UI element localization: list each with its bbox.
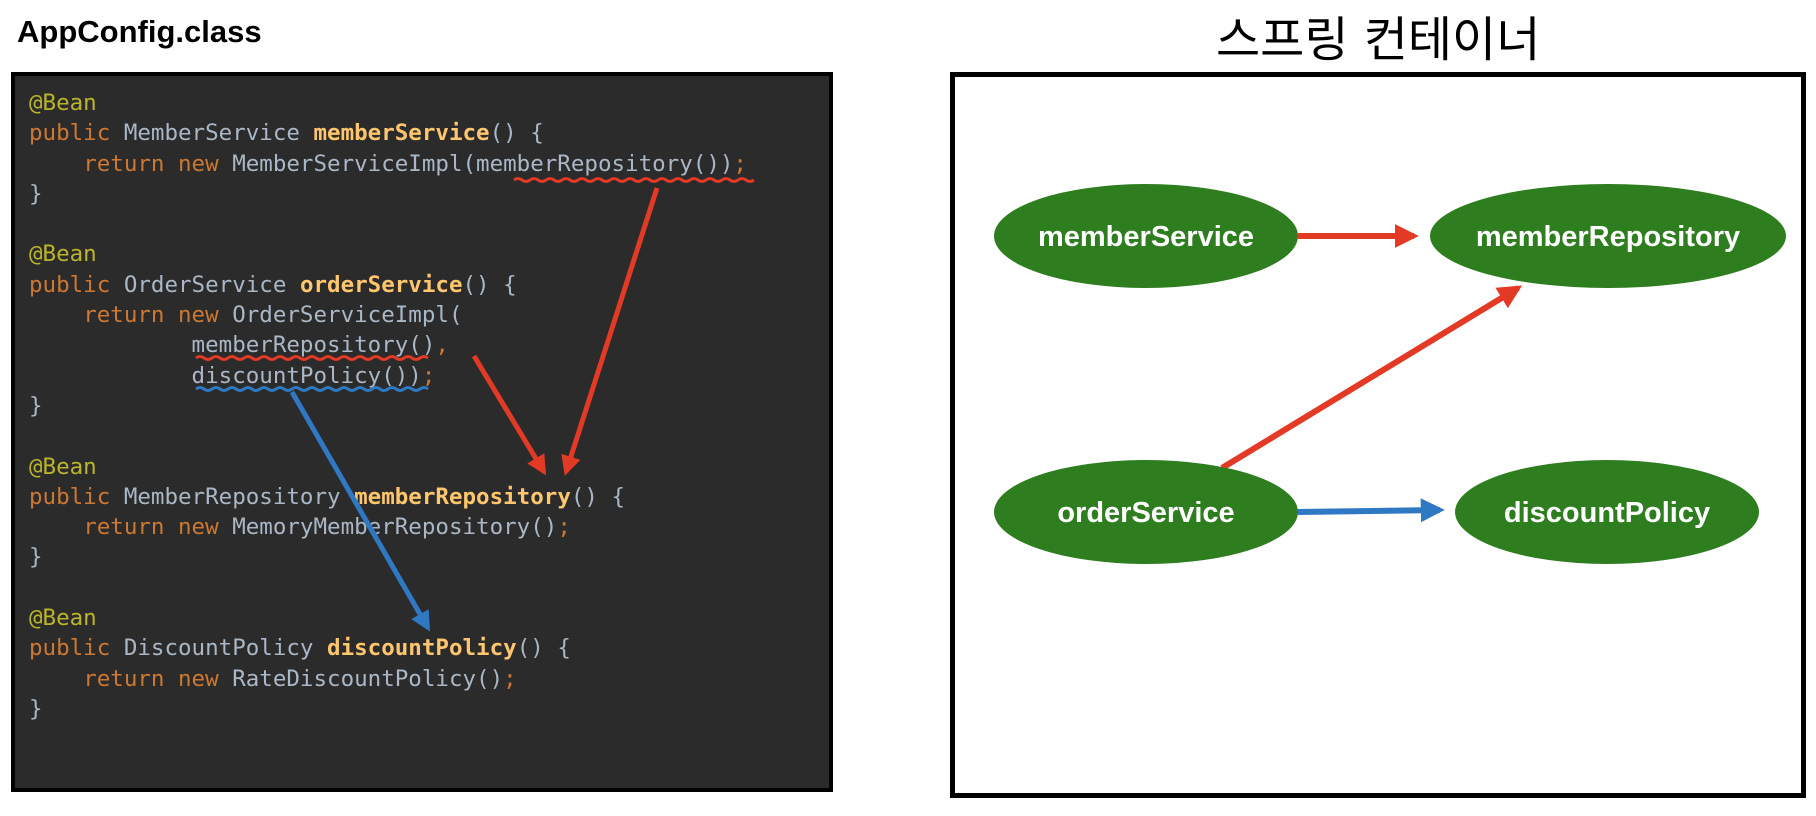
code-line: public MemberService memberService() { — [29, 118, 747, 148]
code-token: @Bean — [29, 453, 97, 480]
edge-orderService-memberRepository — [1220, 285, 1523, 471]
code-token: ; — [733, 150, 747, 177]
code-line: discountPolicy()); — [29, 361, 747, 391]
underline-discountPolicy — [195, 386, 429, 392]
node-memberService: memberService — [994, 184, 1298, 288]
code-token: MemoryMemberRepository() — [232, 514, 558, 541]
code-arrow-memberService-to-memberRepository — [561, 187, 660, 476]
code-line: return new OrderServiceImpl( — [29, 300, 747, 330]
node-memberRepository-label: memberRepository — [1476, 221, 1740, 253]
underline-memberRepository-1 — [513, 177, 755, 183]
code-line: @Bean — [29, 239, 747, 269]
code-line: return new RateDiscountPolicy(); — [29, 664, 747, 694]
code-token: () { — [489, 120, 544, 147]
code-token: memberService — [313, 120, 490, 147]
code-token: @Bean — [29, 241, 97, 268]
node-memberRepository: memberRepository — [1430, 184, 1786, 288]
code-line: @Bean — [29, 88, 747, 118]
node-orderService-shape — [994, 460, 1298, 564]
code-token: ; — [421, 362, 436, 389]
node-discountPolicy-label: discountPolicy — [1504, 497, 1710, 529]
node-orderService-label: orderService — [1057, 497, 1234, 529]
edge-orderService-discountPolicy — [1297, 498, 1445, 523]
code-line: @Bean — [29, 603, 747, 633]
code-token: public — [29, 635, 124, 662]
code-token: () { — [462, 271, 517, 298]
code-token: MemberService — [123, 120, 314, 147]
code-token: return new — [83, 665, 233, 692]
code-token: RateDiscountPolicy() — [232, 665, 504, 692]
code-token: } — [29, 392, 43, 419]
code-line: return new MemberServiceImpl(memberRepos… — [29, 149, 747, 179]
code-token: return new — [83, 302, 233, 329]
code-line: memberRepository(), — [29, 330, 747, 360]
node-discountPolicy-shape — [1455, 460, 1759, 564]
code-token: @Bean — [29, 605, 97, 632]
code-token: return new — [83, 150, 233, 177]
code-token: } — [29, 695, 43, 722]
code-line: return new MemoryMemberRepository(); — [29, 512, 747, 542]
code-token: OrderService — [123, 271, 300, 298]
node-memberRepository-shape — [1430, 184, 1786, 288]
code-token: () { — [570, 483, 626, 510]
code-token: discountPolicy — [327, 635, 517, 662]
code-token: discountPolicy()) — [29, 362, 422, 389]
code-token: OrderServiceImpl( — [232, 302, 463, 329]
code-token: MemberServiceImpl(memberRepository()) — [232, 150, 734, 177]
code-line: } — [29, 542, 747, 572]
code-token: memberRepository — [354, 483, 571, 510]
code-line: public DiscountPolicy discountPolicy() { — [29, 633, 747, 663]
code-token: ; — [557, 514, 571, 541]
code-token: public — [29, 120, 124, 147]
node-memberService-shape — [994, 184, 1298, 288]
code-token: orderService — [299, 271, 463, 298]
code-arrow-orderService-to-discountPolicy — [289, 390, 431, 632]
code-token: } — [29, 544, 43, 571]
code-arrow-orderService-to-memberRepository — [471, 354, 547, 476]
code-token: @Bean — [29, 90, 97, 116]
code-line: @Bean — [29, 452, 747, 482]
code-token: return new — [83, 514, 233, 541]
appconfig-title: AppConfig.class — [17, 14, 262, 49]
code-token: , — [435, 332, 449, 359]
code-token: memberRepository() — [29, 332, 436, 359]
node-discountPolicy: discountPolicy — [1455, 460, 1759, 564]
code-token: } — [29, 180, 43, 207]
code-token: public — [29, 483, 124, 510]
code-token: ; — [503, 665, 517, 692]
underline-memberRepository-2 — [195, 355, 429, 361]
node-orderService: orderService — [994, 460, 1298, 564]
code-line: } — [29, 391, 747, 421]
code-token: MemberRepository — [123, 483, 355, 510]
code-line: public MemberRepository memberRepository… — [29, 482, 747, 512]
spring-container-title: 스프링 컨테이너 — [1216, 12, 1541, 68]
code-token: public — [29, 271, 124, 298]
code-line: public OrderService orderService() { — [29, 270, 747, 300]
code-token: DiscountPolicy — [123, 635, 328, 662]
code-line: } — [29, 694, 747, 724]
node-memberService-label: memberService — [1038, 221, 1254, 253]
code-line: } — [29, 179, 747, 209]
code-token: () { — [516, 635, 571, 662]
